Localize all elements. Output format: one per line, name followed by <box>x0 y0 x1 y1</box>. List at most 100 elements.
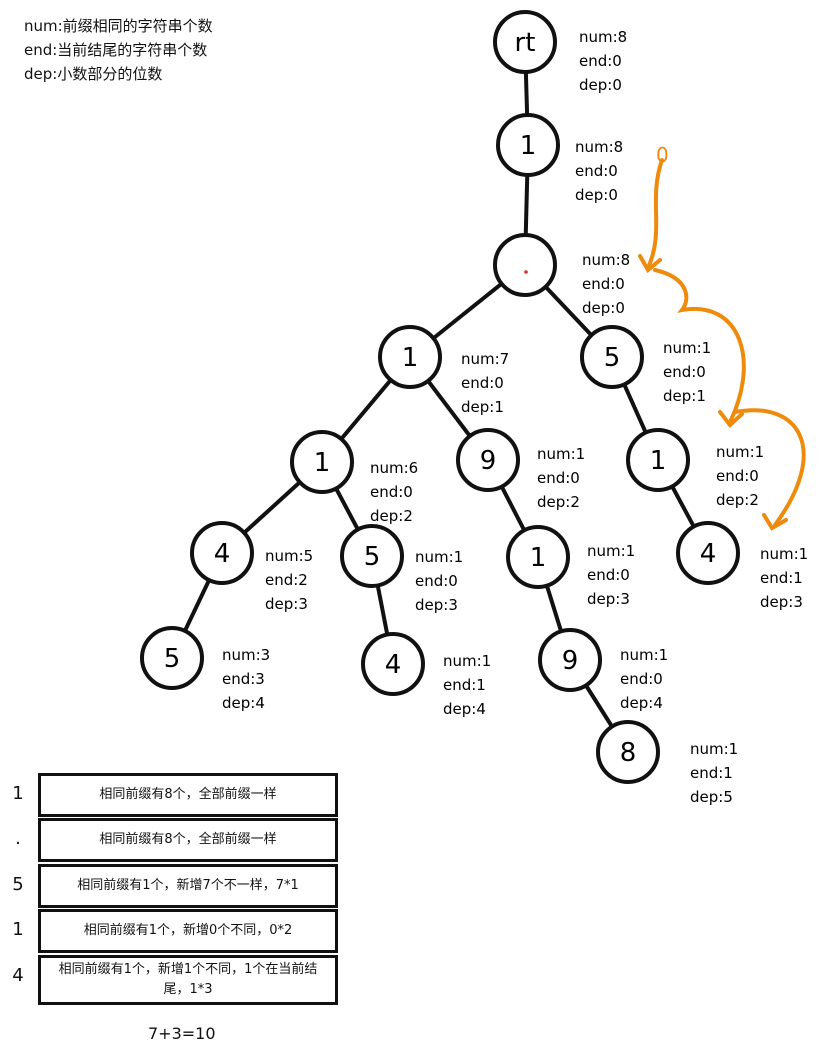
node-info-dot-0: num:8 <box>582 251 630 269</box>
highlight-path-label: 0 <box>656 143 669 167</box>
table-row: 相同前缀有8个，全部前缀一样 <box>38 773 338 817</box>
node-info-n1e-2: dep:3 <box>587 590 630 608</box>
node-label-n1c: 1 <box>314 448 331 478</box>
table-row-key: . <box>15 828 21 849</box>
node-circle-n1c <box>290 430 354 494</box>
node-circle-n5a <box>580 325 644 389</box>
node-info-n1-2: dep:0 <box>575 186 618 204</box>
node-info-n5c-1: end:3 <box>222 670 265 688</box>
node-info-n8-1: end:1 <box>690 764 733 782</box>
node-n9b: 9 num:1 end:0 dep:4 <box>538 628 668 712</box>
node-circle-n1d <box>626 428 690 492</box>
node-n1e: 1 num:1 end:0 dep:3 <box>506 525 635 608</box>
node-info-n5a-0: num:1 <box>663 339 711 357</box>
highlight-path: 0 <box>638 143 806 531</box>
node-info-n4a-1: end:2 <box>265 571 308 589</box>
node-label-n1e: 1 <box>530 543 547 573</box>
highlight-path-arrow-2 <box>653 268 746 424</box>
node-info-n5b-0: num:1 <box>415 548 463 566</box>
node-label-n1d: 1 <box>650 446 667 476</box>
node-circle-n1b <box>378 325 442 389</box>
highlight-path-arrowhead-1 <box>638 254 662 274</box>
node-info-n1-1: end:0 <box>575 162 618 180</box>
node-info-n9b-1: end:0 <box>620 670 663 688</box>
node-info-rt-0: num:8 <box>579 28 627 46</box>
node-label-dot <box>524 270 528 274</box>
highlight-path-arrowhead-2 <box>718 410 744 428</box>
node-info-n9b-0: num:1 <box>620 646 668 664</box>
node-circle-n9a <box>456 428 520 492</box>
node-info-n8-2: dep:5 <box>690 788 733 806</box>
node-label-n5c: 5 <box>164 644 181 674</box>
highlight-path-arrowhead-3 <box>762 513 788 531</box>
node-info-n5c-0: num:3 <box>222 646 270 664</box>
legend-end: end:当前结尾的字符串个数 <box>24 41 208 59</box>
node-n1c: 1 num:6 end:0 dep:2 <box>290 430 418 525</box>
node-info-n5b-1: end:0 <box>415 572 458 590</box>
node-info-n1c-1: end:0 <box>370 483 413 501</box>
node-circle-n5b <box>340 524 404 588</box>
node-info-n4a-2: dep:3 <box>265 595 308 613</box>
node-label-n5a: 5 <box>604 343 621 373</box>
node-info-n1e-1: end:0 <box>587 566 630 584</box>
node-info-n1c-2: dep:2 <box>370 507 413 525</box>
node-circle-n8 <box>596 720 660 784</box>
node-n1d: 1 num:1 end:0 dep:2 <box>626 428 764 509</box>
node-n4a: 4 num:5 end:2 dep:3 <box>190 521 313 613</box>
node-label-n4a: 4 <box>214 539 231 569</box>
node-info-rt-1: end:0 <box>579 52 622 70</box>
node-circle-n1 <box>496 113 560 177</box>
table-row-key: 5 <box>12 874 24 895</box>
node-info-n1d-1: end:0 <box>716 467 759 485</box>
node-label-n8: 8 <box>620 738 637 768</box>
table-row-key: 1 <box>12 919 24 940</box>
node-info-n1-0: num:8 <box>575 138 623 156</box>
node-info-n4c-1: end:1 <box>443 676 486 694</box>
node-info-n9a-0: num:1 <box>537 445 585 463</box>
table-row-key: 1 <box>12 783 24 804</box>
node-circle-n4b <box>676 521 740 585</box>
node-circle-n5c <box>140 626 204 690</box>
table-row: 相同前缀有8个，全部前缀一样 <box>38 818 338 862</box>
node-label-rt: rt <box>515 28 536 58</box>
node-circle-n4c <box>361 632 425 696</box>
node-circle-n1e <box>506 525 570 589</box>
node-info-n1d-0: num:1 <box>716 443 764 461</box>
node-info-n4c-0: num:1 <box>443 652 491 670</box>
node-info-n1e-0: num:1 <box>587 542 635 560</box>
node-info-n5b-2: dep:3 <box>415 596 458 614</box>
node-n1: 1 num:8 end:0 dep:0 <box>496 113 623 204</box>
node-info-n9a-1: end:0 <box>537 469 580 487</box>
node-info-n1c-0: num:6 <box>370 459 418 477</box>
node-label-n1b: 1 <box>402 343 419 373</box>
node-info-n4b-2: dep:3 <box>760 593 803 611</box>
total-result: 7+3=10 <box>148 1024 216 1043</box>
node-label-n9b: 9 <box>562 646 579 676</box>
table-row: 相同前缀有1个，新增7个不一样，7*1 <box>38 864 338 908</box>
node-info-n9a-2: dep:2 <box>537 493 580 511</box>
node-info-n1d-2: dep:2 <box>716 491 759 509</box>
table-row: 相同前缀有1个，新增0个不同，0*2 <box>38 909 338 953</box>
highlight-path-arrow-1 <box>646 158 664 270</box>
node-circle-dot <box>493 233 557 297</box>
node-circle-rt <box>493 10 557 74</box>
node-info-n8-0: num:1 <box>690 740 738 758</box>
table-row: 相同前缀有1个，新增1个不同，1个在当前结尾，1*3 <box>38 955 338 1005</box>
node-info-n4a-0: num:5 <box>265 547 313 565</box>
legend-dep: dep:小数部分的位数 <box>24 65 163 83</box>
node-info-n9b-2: dep:4 <box>620 694 663 712</box>
node-circle-n9b <box>538 628 602 692</box>
node-info-n4b-1: end:1 <box>760 569 803 587</box>
node-label-n1: 1 <box>520 131 537 161</box>
node-label-n4b: 4 <box>700 539 717 569</box>
node-info-dot-1: end:0 <box>582 275 625 293</box>
